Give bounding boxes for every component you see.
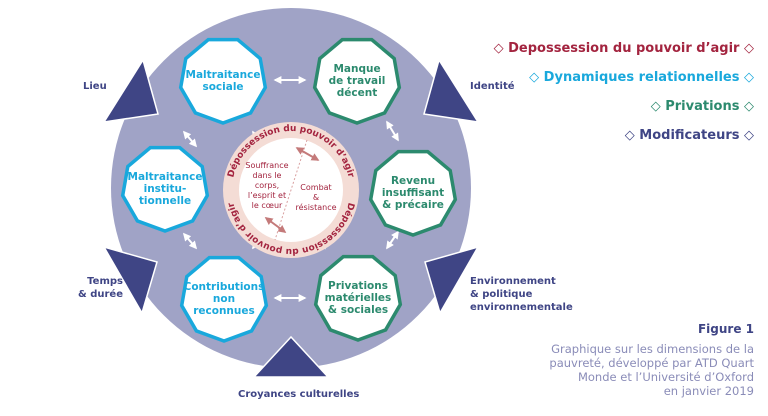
node-label: décent — [337, 87, 377, 99]
caption-line: Monde et l’Université d’Oxford — [577, 370, 754, 384]
modifier-identite: Identité — [470, 81, 515, 92]
legend-item-depossession: ◇ Depossession du pouvoir d’agir ◇ — [493, 41, 754, 56]
node-shape — [179, 255, 269, 343]
caption-line: en janvier 2019 — [663, 384, 754, 398]
node-label: sociale — [202, 81, 243, 93]
node-label: institu- — [144, 183, 187, 195]
figure-label: Figure 1 — [697, 322, 754, 336]
triangle-lieu — [102, 58, 159, 123]
node-shape — [312, 37, 402, 125]
node-shape — [313, 254, 403, 342]
modifier-croyances: Croyances culturelles — [238, 389, 360, 400]
node-label: Privations — [328, 280, 388, 292]
env-line: & politique — [470, 289, 533, 300]
node-label: reconnues — [193, 305, 255, 317]
center-arrow-top — [295, 147, 320, 161]
center-left-text: Souffrance — [245, 161, 288, 170]
link-arrow — [182, 232, 198, 250]
node-shape — [368, 149, 458, 237]
node-label: Revenu — [391, 175, 435, 187]
figure-caption: Figure 1 Graphique sur les dimensions de… — [549, 322, 754, 398]
center-right-text: & — [313, 193, 319, 202]
node-label: non — [213, 293, 235, 305]
center-right-text: résistance — [295, 202, 336, 212]
temps-line: & durée — [78, 289, 123, 300]
center-left-text: le cœur — [252, 201, 283, 210]
legend-item-privations: ◇ Privations ◇ — [650, 99, 754, 114]
triangle-environnement — [424, 245, 480, 315]
temps-line: Temps — [87, 276, 123, 287]
link-arrow — [182, 130, 198, 148]
legend-item-dynamiques: ◇ Dynamiques relationnelles ◇ — [529, 70, 754, 85]
center-left-text: dans le — [253, 171, 282, 180]
link-arrow — [386, 120, 399, 142]
center-right-text: Combat — [300, 183, 331, 192]
node-label: Manque — [333, 63, 380, 75]
env-line: environnementale — [470, 302, 573, 313]
center-left-text: corps, — [255, 181, 279, 190]
center-arrow-bottom — [264, 217, 287, 233]
node-shape — [120, 145, 210, 233]
node-label: Maltraitance — [128, 171, 203, 183]
modifier-temps: Temps & durée — [78, 275, 123, 301]
legend: ◇ Depossession du pouvoir d’agir ◇ ◇ Dyn… — [494, 34, 754, 150]
modifier-environnement: Environnement & politique environnementa… — [470, 275, 573, 314]
center-left-text: l’esprit et — [248, 191, 286, 200]
node-label: insuffisant — [382, 187, 444, 199]
node-label: tionnelle — [139, 195, 191, 207]
node-label: & précaire — [382, 199, 444, 211]
node-shape — [178, 37, 268, 125]
node-label: & sociales — [328, 304, 388, 316]
triangle-temps — [102, 245, 158, 315]
triangle-croyances — [252, 335, 330, 378]
modifier-lieu: Lieu — [83, 81, 107, 92]
legend-item-modificateurs: ◇ Modificateurs ◇ — [624, 128, 754, 143]
caption-line: pauvreté, développé par ATD Quart — [549, 356, 754, 370]
node-label: Maltraitance — [186, 69, 261, 81]
triangle-identite — [423, 58, 480, 123]
env-line: Environnement — [470, 276, 556, 287]
link-arrow — [386, 230, 399, 250]
node-label: Contributions — [184, 281, 265, 293]
node-label: matérielles — [325, 292, 392, 304]
node-label: de travail — [329, 75, 386, 87]
caption-line: Graphique sur les dimensions de la — [551, 342, 754, 356]
